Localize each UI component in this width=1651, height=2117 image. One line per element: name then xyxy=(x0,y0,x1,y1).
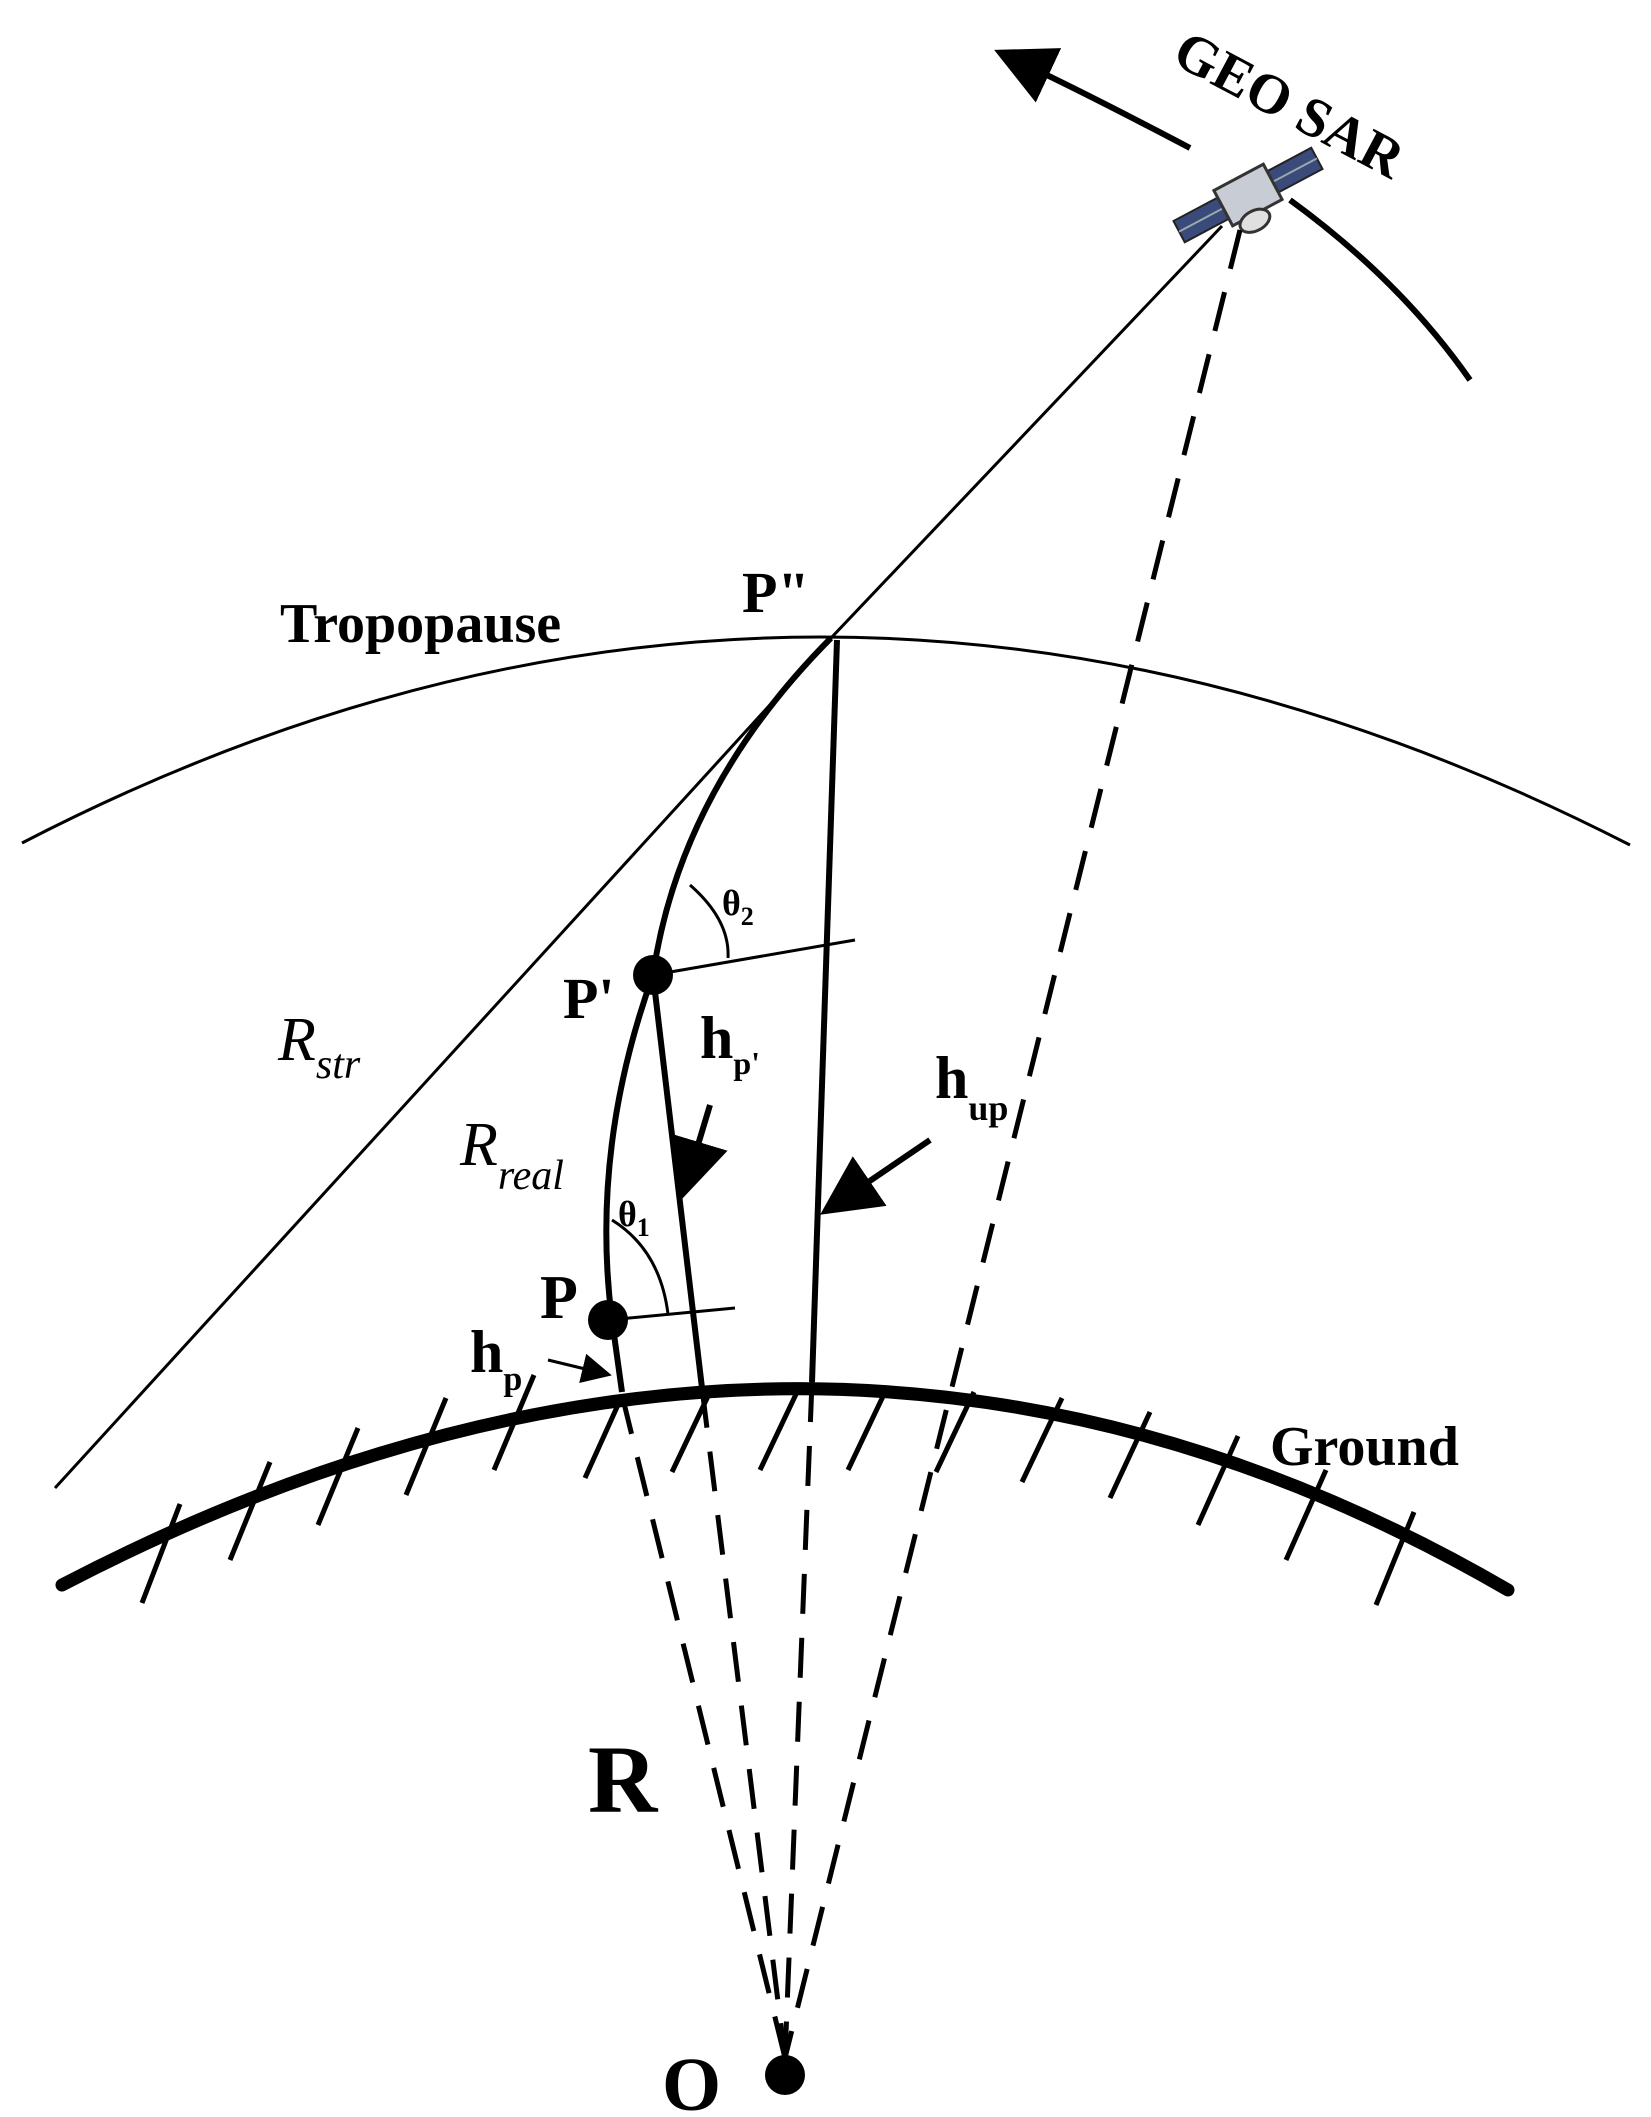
label-h-up: hup xyxy=(935,1045,1008,1128)
label-theta1: θ1 xyxy=(618,1194,650,1242)
orbit-arc-lower xyxy=(1288,197,1473,382)
dash-sat-to-o xyxy=(782,229,1243,2059)
dash-p-to-o xyxy=(619,1394,788,2059)
h-p-arrow xyxy=(547,1353,612,1383)
point-p xyxy=(588,1300,628,1340)
label-p: P xyxy=(540,1264,578,1332)
line-of-sight xyxy=(829,224,1224,640)
label-p-double-prime: P" xyxy=(742,560,810,625)
h-up-arrow xyxy=(820,1137,932,1215)
label-h-p: hp xyxy=(470,1319,522,1398)
label-tropopause: Tropopause xyxy=(280,593,561,655)
dash-up-to-o xyxy=(782,1381,815,2059)
tangent-at-p xyxy=(607,1306,736,1322)
h-p-prime-arrow xyxy=(670,1104,728,1200)
ground-hatching xyxy=(139,1374,1417,1606)
ground-arc xyxy=(55,1382,1515,1597)
label-h-p-prime: hp' xyxy=(700,1005,760,1081)
tangent-at-p-prime xyxy=(652,938,856,977)
h-p-prime-line xyxy=(650,974,705,1389)
label-ground: Ground xyxy=(1270,1416,1459,1478)
h-up-line xyxy=(809,639,840,1383)
label-theta2: θ2 xyxy=(722,883,754,931)
point-p-prime xyxy=(633,955,673,995)
label-earth-radius: R xyxy=(588,1726,659,1833)
label-r-real: Rreal xyxy=(459,1111,564,1199)
point-o xyxy=(765,2055,805,2095)
label-origin: O xyxy=(662,2043,721,2117)
theta1-arc xyxy=(611,1218,670,1315)
r-str-line xyxy=(53,636,833,1490)
orbit-arc xyxy=(994,48,1192,151)
label-p-prime: P' xyxy=(563,966,615,1031)
theta2-arc xyxy=(689,883,730,959)
dash-pprime-to-o xyxy=(699,1387,788,2059)
label-r-str: Rstr xyxy=(277,1006,361,1088)
satellite-icon xyxy=(1172,146,1324,244)
tropopause-arc xyxy=(21,635,1631,847)
